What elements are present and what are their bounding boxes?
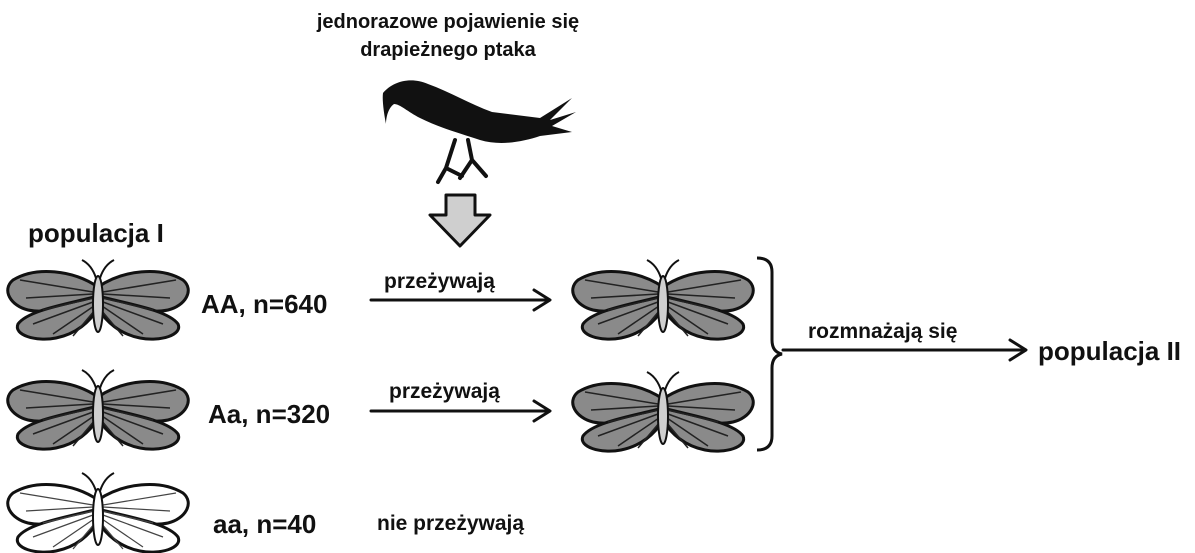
bird-caption: jednorazowe pojawienie się drapieżnego p…: [278, 8, 618, 64]
selection-arrow: [430, 195, 490, 246]
population-2-label: populacja II: [1038, 338, 1181, 364]
genotype-label-Aa: Aa, n=320: [208, 401, 330, 427]
butterfly-Aa-survivor: [573, 372, 754, 451]
survival-label-AA: przeżywają: [384, 271, 495, 292]
butterfly-AA-survivor: [573, 260, 754, 339]
genotype-label-aa: aa, n=40: [213, 511, 316, 537]
survival-arrow-Aa: [371, 401, 550, 421]
survival-arrow-AA: [371, 290, 550, 310]
butterfly-AA: [8, 260, 189, 339]
survivors-bracket: [757, 258, 782, 450]
survival-label-Aa: przeżywają: [389, 381, 500, 402]
reproduce-arrow: [783, 340, 1026, 360]
butterfly-Aa: [8, 370, 189, 449]
reproduce-label: rozmnażają się: [808, 321, 957, 342]
population-1-label: populacja I: [28, 220, 164, 246]
survival-label-aa: nie przeżywają: [377, 513, 524, 534]
butterfly-aa: [8, 473, 189, 552]
genotype-label-AA: AA, n=640: [201, 291, 327, 317]
predator-bird: [383, 80, 576, 182]
